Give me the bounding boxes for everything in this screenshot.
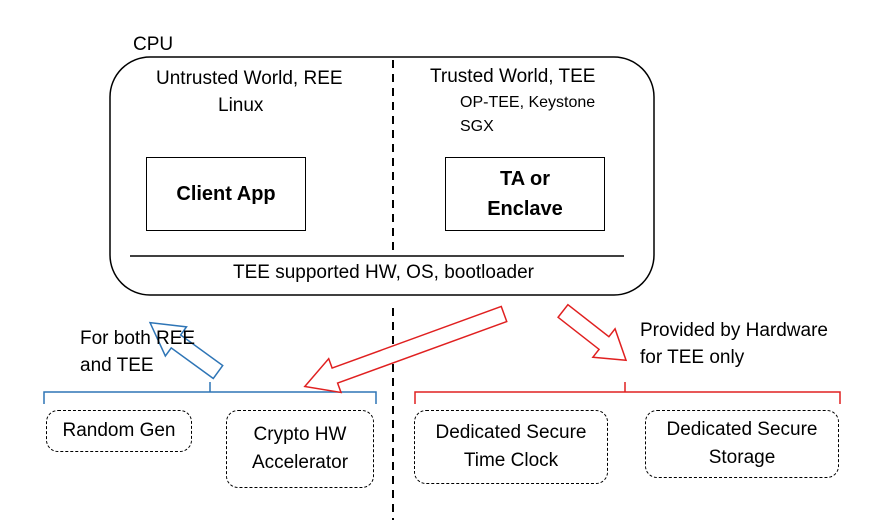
trusted-world-title: Trusted World, TEE: [430, 66, 596, 87]
cpu-box: [109, 56, 655, 296]
shared-note-line-1: For both REE: [80, 328, 196, 349]
crypto-label-1: Crypto HW: [253, 424, 347, 445]
tee-note-line-2: for TEE only: [640, 347, 745, 368]
ta-enclave-label-1: TA or: [500, 168, 550, 190]
secure-storage-box: Dedicated Secure Storage: [645, 410, 839, 478]
untrusted-world-title: Untrusted World, REE: [156, 68, 343, 89]
shared-note-line-2: and TEE: [80, 355, 154, 376]
random-gen-label: Random Gen: [62, 420, 176, 441]
tee-arrow-right: [557, 303, 628, 362]
secure-clock-label-1: Dedicated Secure: [435, 422, 587, 443]
ree-arrow: [148, 321, 224, 380]
trusted-impl-2: SGX: [460, 118, 494, 135]
secure-clock-box: Dedicated Secure Time Clock: [414, 410, 608, 484]
trusted-impl-1: OP-TEE, Keystone: [460, 94, 596, 111]
tee-note-line-1: Provided by Hardware: [640, 320, 828, 341]
cpu-label: CPU: [133, 34, 174, 55]
crypto-label-2: Accelerator: [251, 452, 349, 473]
untrusted-os-label: Linux: [218, 95, 264, 116]
tee-arrow-left: [303, 305, 508, 394]
client-app-box: Client App: [146, 157, 306, 231]
random-gen-box: Random Gen: [46, 410, 192, 452]
ree-bracket: [43, 382, 377, 404]
secure-storage-label-1: Dedicated Secure: [666, 419, 818, 440]
client-app-label: Client App: [176, 183, 276, 205]
crypto-accelerator-box: Crypto HW Accelerator: [226, 410, 374, 488]
support-bar-label: TEE supported HW, OS, bootloader: [233, 262, 534, 283]
ta-enclave-label-2: Enclave: [487, 198, 563, 220]
ta-enclave-box: TA or Enclave: [445, 157, 605, 231]
tee-bracket: [414, 382, 841, 404]
secure-clock-label-2: Time Clock: [463, 450, 559, 471]
secure-storage-label-2: Storage: [708, 447, 776, 468]
